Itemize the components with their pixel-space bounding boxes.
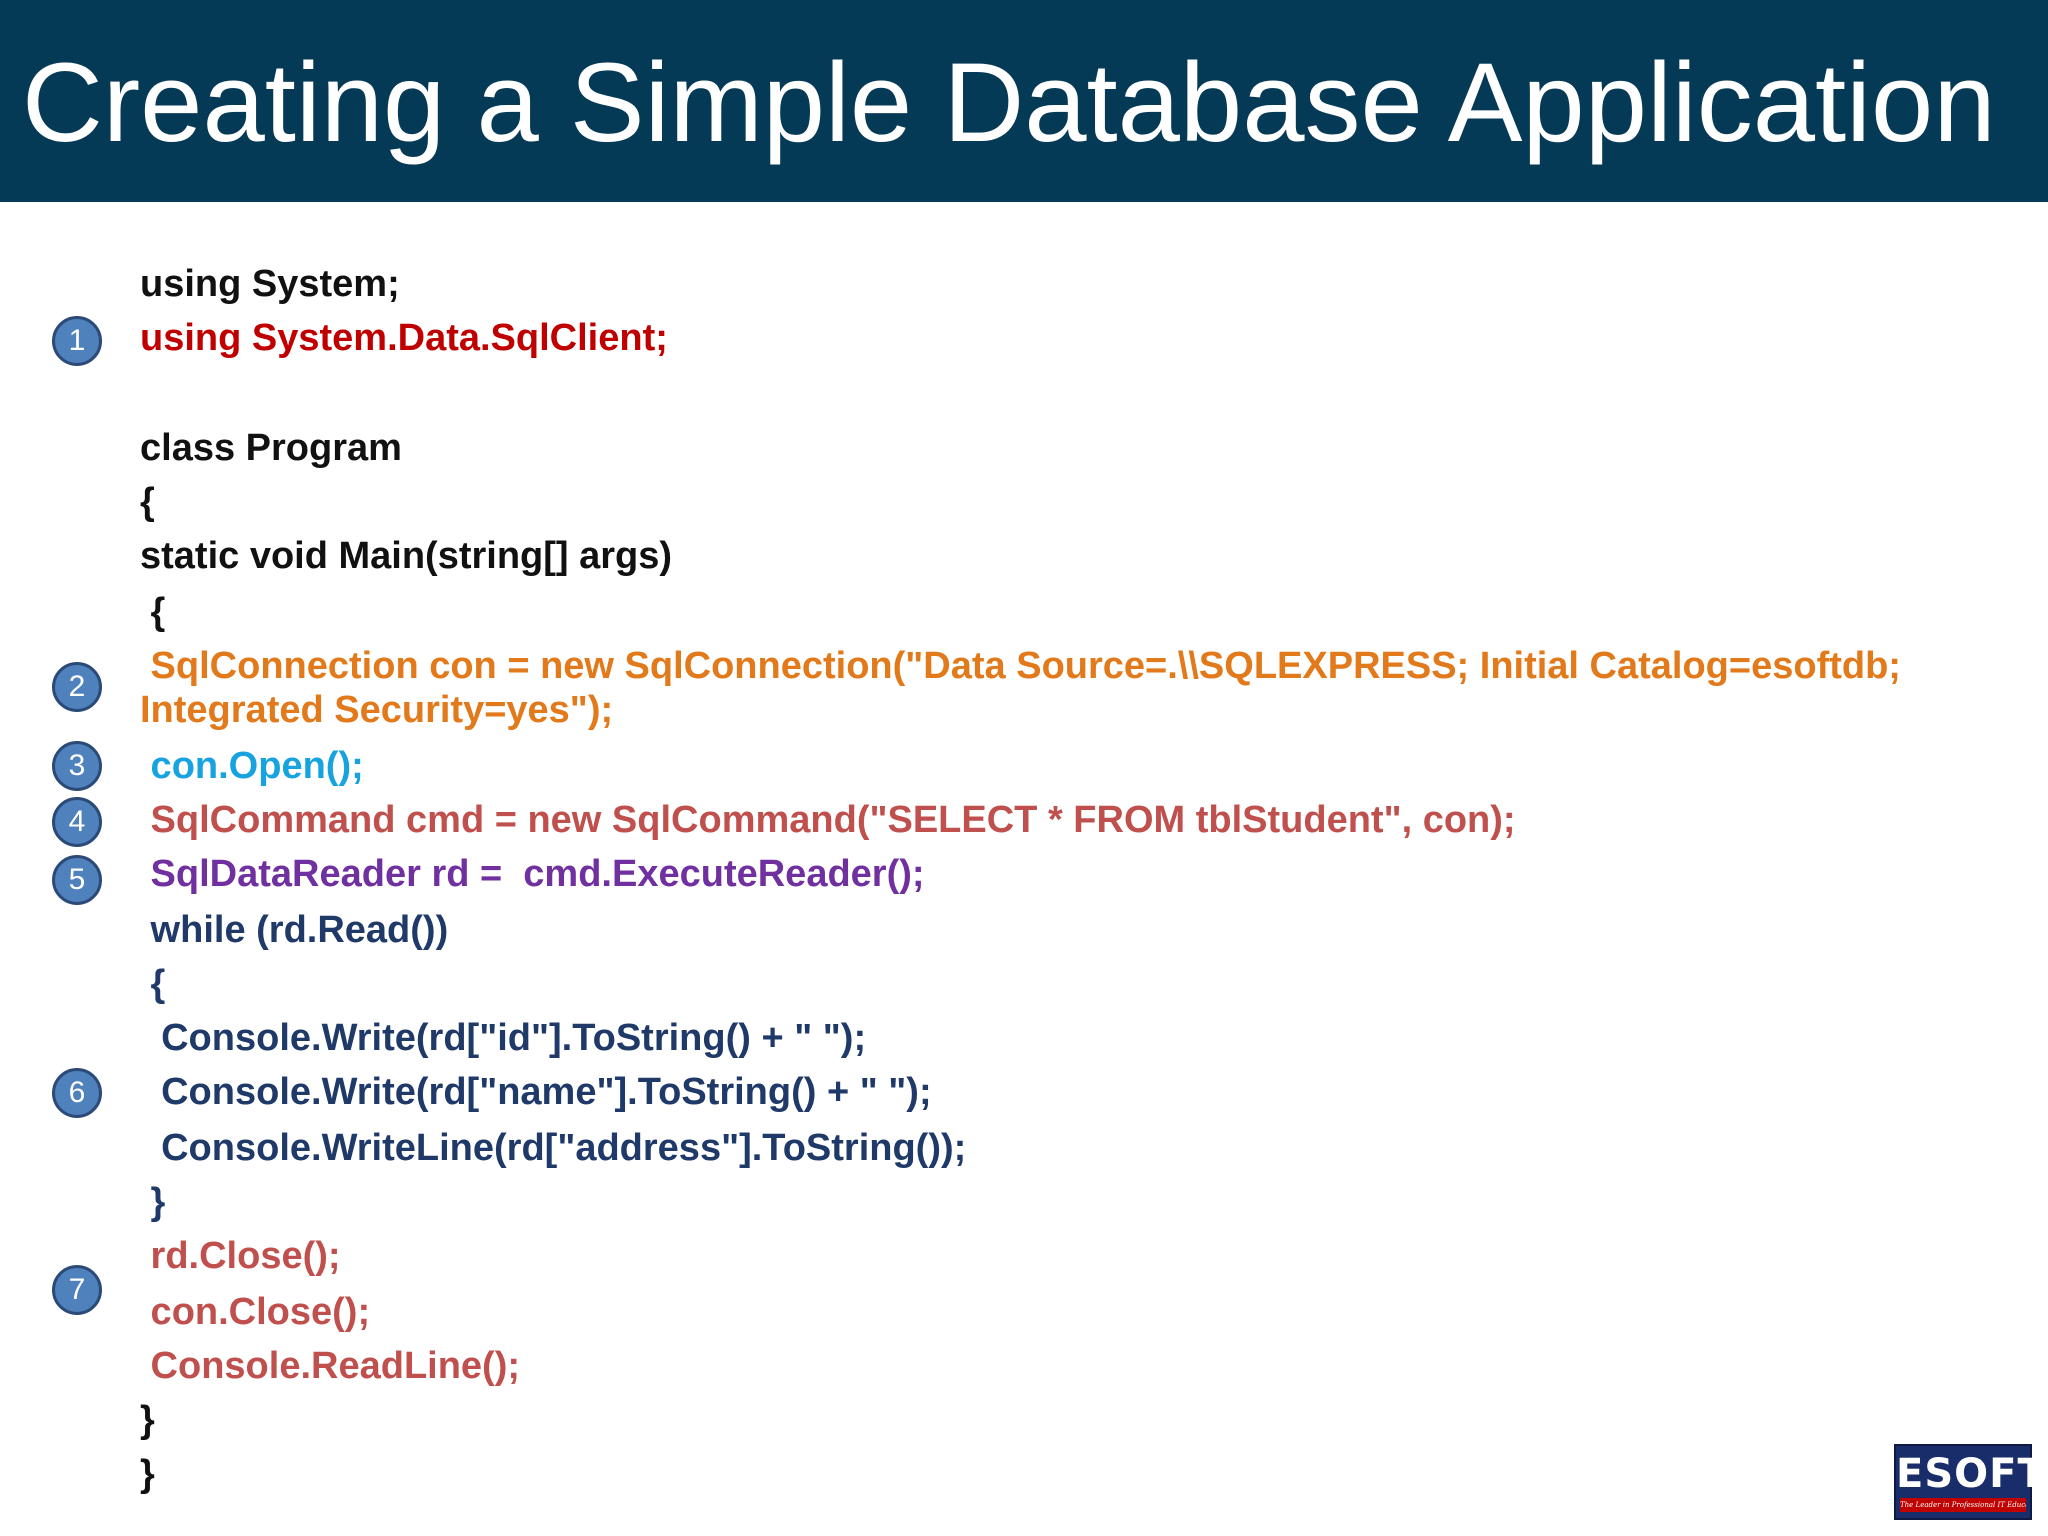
code-line-main-open-brace: { [140, 591, 166, 633]
step-marker-4: 4 [52, 797, 102, 847]
code-line-class-open-brace: { [140, 481, 155, 523]
code-line-readline: Console.ReadLine(); [140, 1345, 521, 1387]
code-line-class-program: class Program [140, 427, 402, 469]
code-line-write-name: Console.Write(rd["name"].ToString() + " … [140, 1071, 932, 1113]
logo-red-stripe [1900, 1498, 2026, 1512]
code-line-main-close-brace: } [140, 1399, 155, 1441]
code-line-writeline-address: Console.WriteLine(rd["address"].ToString… [140, 1127, 967, 1169]
step-marker-7: 7 [52, 1265, 102, 1315]
logo-wordmark: ESOFT [1896, 1451, 2046, 1497]
esoft-logo: ESOFT The Leader in Professional IT Educ… [1894, 1444, 2046, 1520]
code-line-rd-close: rd.Close(); [140, 1235, 341, 1277]
step-marker-5: 5 [52, 855, 102, 905]
code-line-using-sqlclient: using System.Data.SqlClient; [140, 317, 668, 359]
code-line-sqlconnection-cont: Integrated Security=yes"); [140, 689, 614, 731]
code-line-sqlcommand: SqlCommand cmd = new SqlCommand("SELECT … [140, 799, 1516, 841]
slide-title: Creating a Simple Database Application [22, 40, 1996, 165]
code-line-while: while (rd.Read()) [140, 909, 449, 951]
code-line-using-system: using System; [140, 263, 400, 305]
step-marker-6: 6 [52, 1068, 102, 1118]
code-line-main-signature: static void Main(string[] args) [140, 535, 673, 577]
code-line-class-close-brace: } [140, 1453, 155, 1495]
code-line-sqlconnection: SqlConnection con = new SqlConnection("D… [140, 645, 1901, 687]
step-marker-2: 2 [52, 662, 102, 712]
code-line-datareader: SqlDataReader rd = cmd.ExecuteReader(); [140, 853, 925, 895]
title-bar: Creating a Simple Database Application [0, 0, 2048, 202]
code-line-while-open-brace: { [140, 963, 166, 1005]
code-line-con-open: con.Open(); [140, 745, 364, 787]
code-line-write-id: Console.Write(rd["id"].ToString() + " ")… [140, 1017, 867, 1059]
step-marker-1: 1 [52, 316, 102, 366]
code-line-while-close-brace: } [140, 1181, 166, 1223]
step-marker-3: 3 [52, 741, 102, 791]
logo-tagline: The Leader in Professional IT Education [1900, 1501, 2026, 1509]
code-line-con-close: con.Close(); [140, 1291, 371, 1333]
